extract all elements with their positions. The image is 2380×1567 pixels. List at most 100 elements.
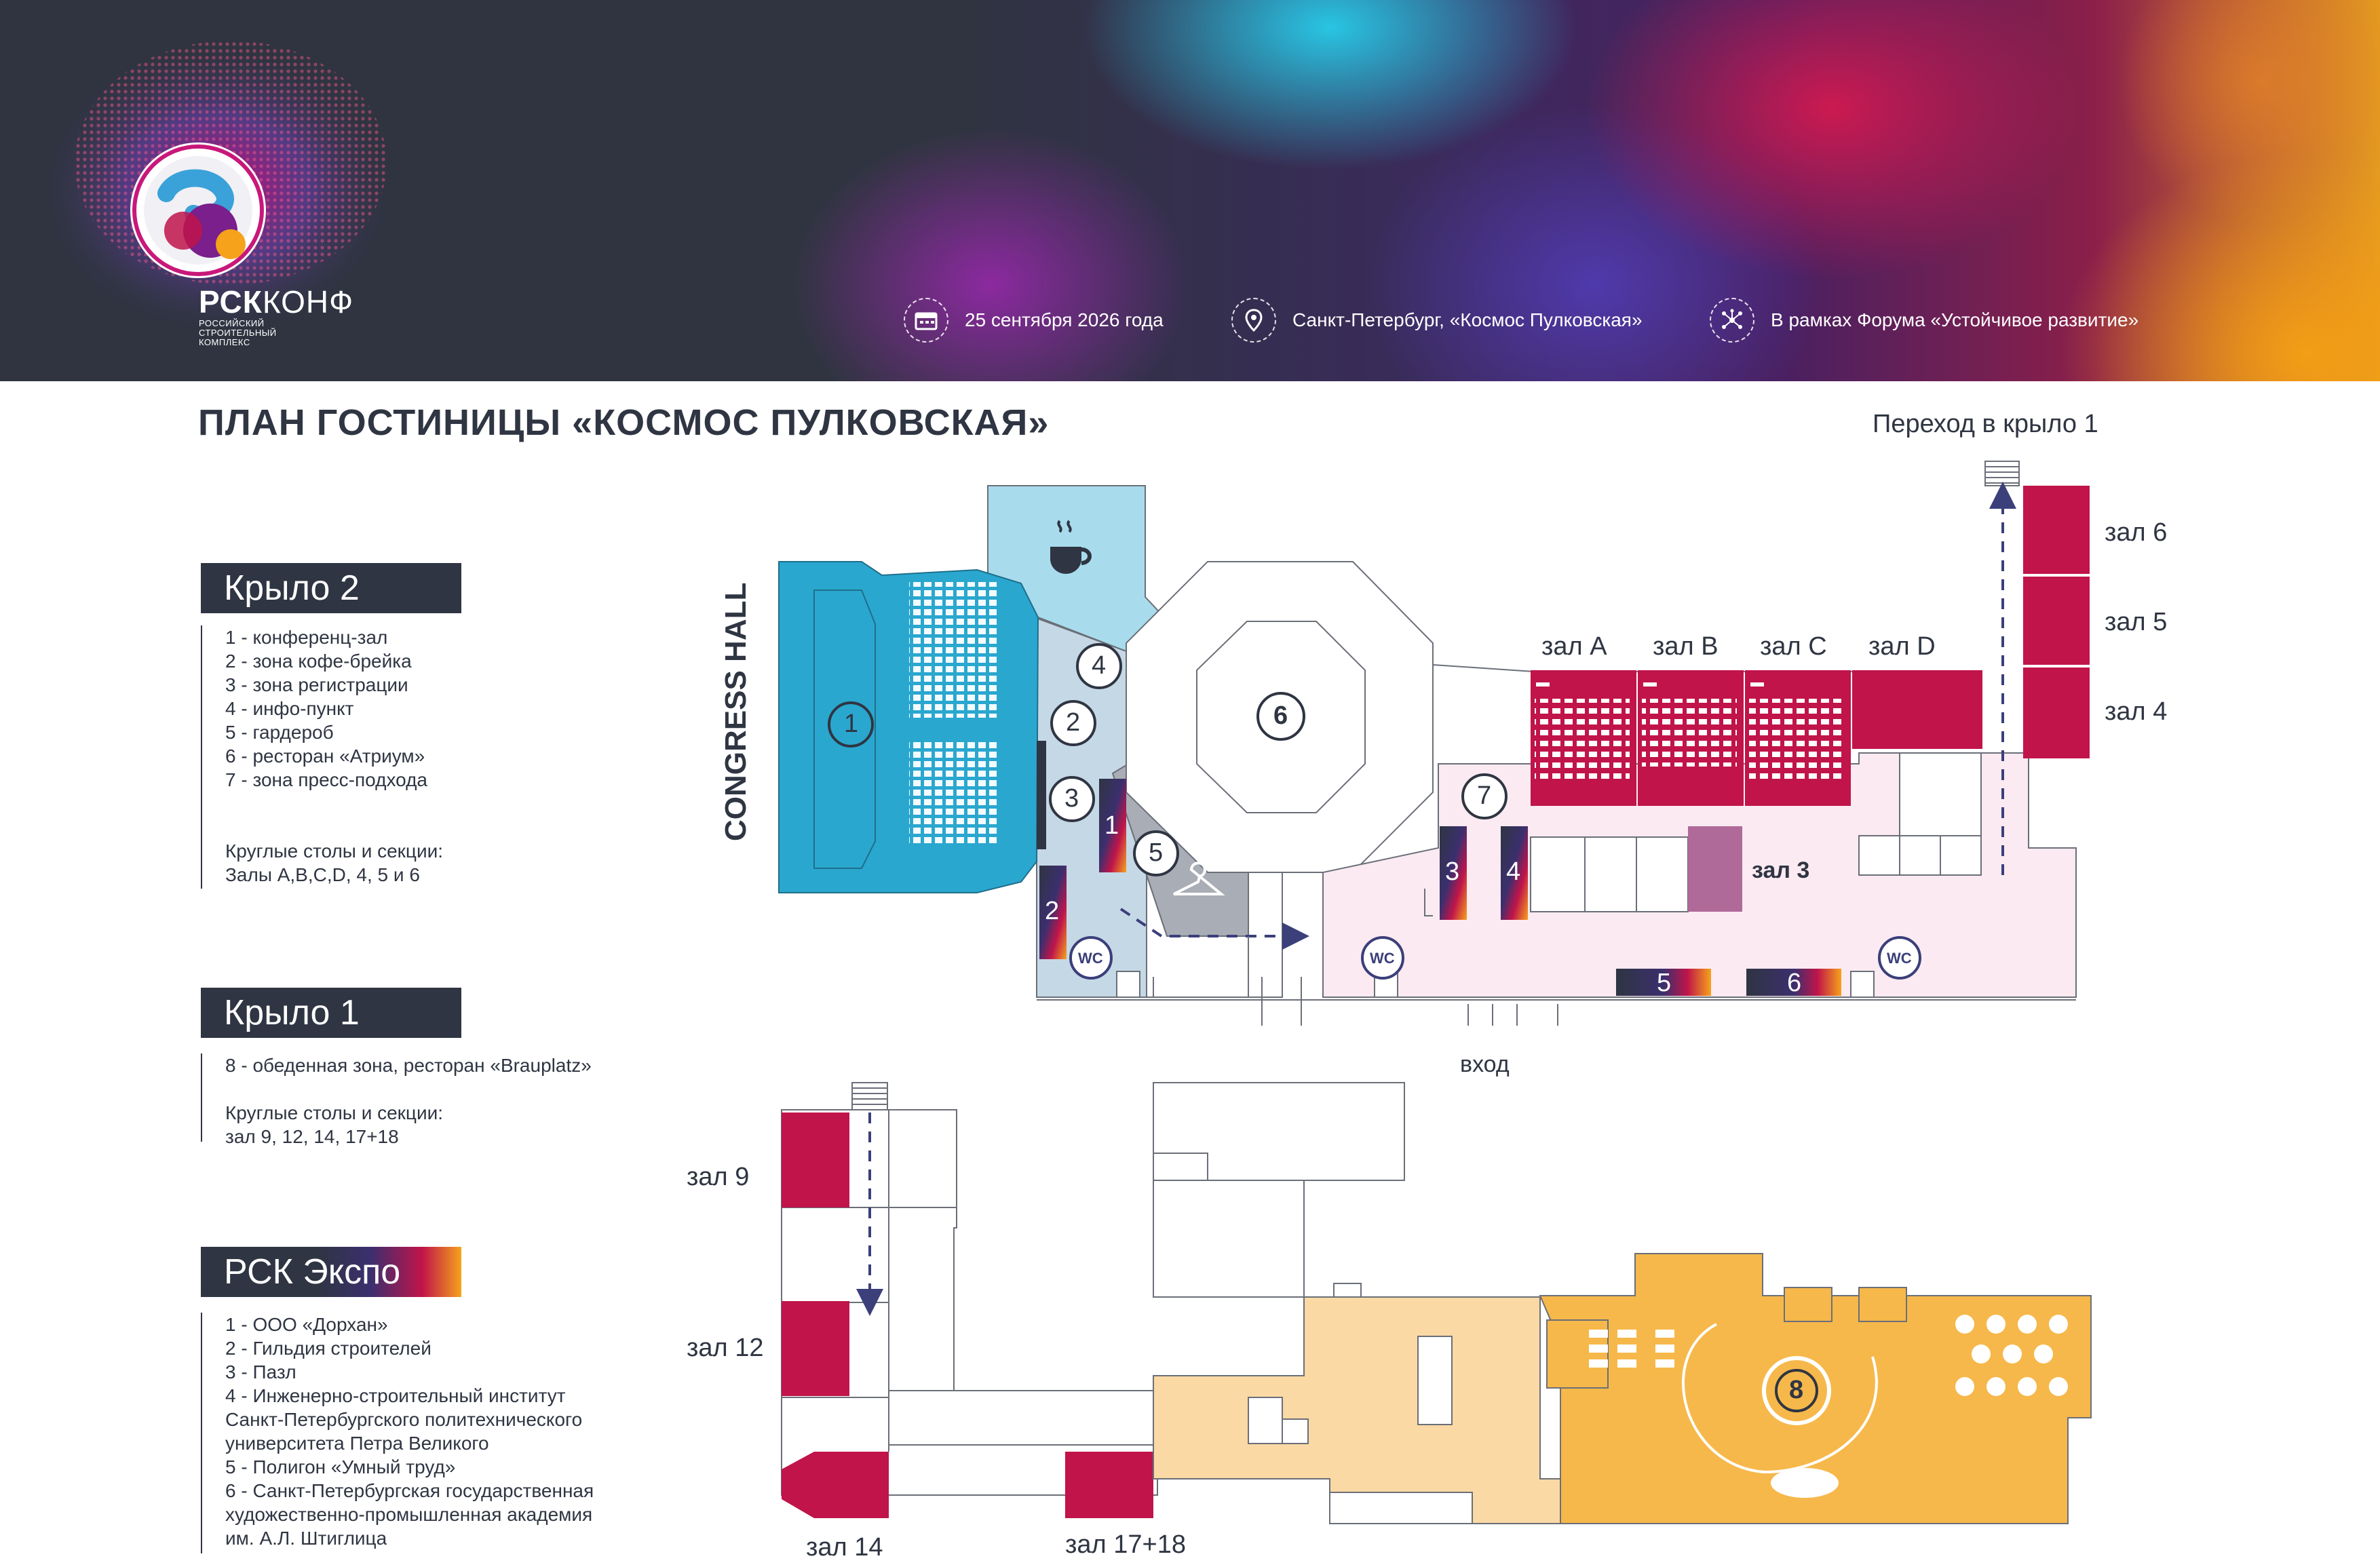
hall-5 (2023, 577, 2090, 665)
wc-icons (1069, 936, 1921, 980)
congress-seats-bottom (909, 742, 997, 844)
legend-item: им. А.Л. Штиглица (225, 1528, 387, 1549)
hall-c-label: зал C (1760, 632, 1827, 661)
expo-booth-5 (1616, 969, 1711, 996)
marker-4-label: 4 (1092, 651, 1107, 680)
stairs (1984, 461, 2020, 486)
wing1-light-zone (1153, 1296, 1561, 1524)
legend-tables-title: Круглые столы и секции: (225, 840, 444, 862)
hall-17-18 (1065, 1452, 1153, 1518)
hall-9-label: зал 9 (687, 1163, 750, 1191)
legend-item: 2 - Гильдия строителей (225, 1338, 431, 1359)
legend-item: Санкт-Петербургского политехнического (225, 1409, 583, 1430)
marker-5 (1133, 830, 1179, 876)
legend-heading-wing2: Крыло 2 (201, 563, 461, 613)
marker-8-label: 8 (1789, 1376, 1804, 1404)
expo-booth-5-label: 5 (1657, 969, 1672, 997)
legend-item: 1 - ООО «Дорхан» (225, 1314, 388, 1335)
forum-text: В рамках Форума «Устойчивое развитие» (1771, 309, 2139, 330)
legend-wing1: 8 - обеденная зона, ресторан «Brauplatz»… (201, 1053, 592, 1147)
marker-2-label: 2 (1066, 708, 1081, 737)
wc-label: WC (1887, 950, 1912, 967)
marker-1 (828, 701, 874, 748)
hall-4 (2023, 668, 2090, 758)
expo-booth-3 (1440, 826, 1467, 920)
header-banner: РСККОНФ РОССИЙСКИЙ СТРОИТЕЛЬНЫЙ КОМПЛЕКС… (0, 0, 2380, 381)
legend-item: 8 - обеденная зона, ресторан «Brauplatz» (225, 1055, 592, 1076)
congress-hall-label: CONGRESS HALL (719, 582, 752, 841)
hall-14-label: зал 14 (806, 1533, 883, 1562)
marker-3 (1049, 776, 1095, 822)
expo-booth-2-label: 2 (1045, 897, 1060, 925)
legend-item: 6 - Санкт-Петербургская государственная (225, 1480, 594, 1501)
brand-name: РСККОНФ (199, 284, 354, 320)
wc-icon (1878, 936, 1921, 980)
legend-item: 5 - Полигон «Умный труд» (225, 1456, 456, 1477)
legend-item: 4 - Инженерно-строительный институт (225, 1385, 566, 1406)
legend-item: 4 - инфо-пункт (225, 698, 354, 719)
legend-tables: Залы A,B,C,D, 4, 5 и 6 (225, 864, 420, 885)
hall-12-label: зал 12 (687, 1334, 764, 1362)
legend-tables: зал 9, 12, 14, 17+18 (225, 1126, 399, 1147)
wc-label: WC (1370, 950, 1395, 967)
date-text: 25 сентября 2026 года (965, 309, 1164, 330)
legend-item: 6 - ресторан «Атриум» (225, 746, 425, 767)
hall-6-label: зал 6 (2105, 518, 2168, 547)
legend-wing2: 1 - конференц-зал 2 - зона кофе-брейка 3… (201, 625, 443, 889)
rsk-logo-graphic (34, 41, 400, 339)
marker-6 (1256, 692, 1305, 741)
hall-3 (1688, 826, 1742, 912)
legend-heading-expo: РСК Экспо (201, 1247, 461, 1297)
marker-5-label: 5 (1149, 838, 1164, 867)
legend-item: 3 - зона регистрации (225, 674, 408, 695)
hall-17-18-label: зал 17+18 (1065, 1530, 1187, 1559)
hall-6 (2023, 486, 2090, 574)
marker-1-label: 1 (844, 710, 859, 738)
wc-label: WC (1078, 950, 1103, 967)
location-pin-icon (1231, 298, 1276, 343)
legend-item: художественно-промышленная академия (225, 1504, 593, 1525)
hall-12 (782, 1301, 849, 1396)
marker-3-label: 3 (1064, 784, 1079, 813)
legend-item: 3 - Пазл (225, 1361, 296, 1382)
expo-booth-6 (1746, 969, 1841, 996)
congress-seats-top (909, 582, 997, 718)
marker-4 (1076, 643, 1122, 689)
hall-14 (782, 1452, 889, 1518)
expo-booth-1-label: 1 (1105, 811, 1119, 840)
event-date: 25 сентября 2026 года (904, 298, 1164, 343)
transition-label: Переход в крыло 1 (1873, 410, 2098, 438)
expo-booth-6-label: 6 (1787, 969, 1802, 997)
legend-heading-wing1: Крыло 1 (201, 988, 461, 1038)
expo-booth-1 (1099, 779, 1126, 872)
hall-d-label: зал D (1868, 632, 1936, 661)
wc-icon (1069, 936, 1113, 980)
expo-booth-4-label: 4 (1506, 857, 1521, 886)
coffee-cup-icon (1050, 520, 1092, 574)
hall-d (1852, 670, 1982, 749)
legend-item: университета Петра Великого (225, 1433, 489, 1454)
marker-8-ring (1762, 1356, 1831, 1425)
wc-icon (1361, 936, 1404, 980)
expo-booth-2 (1039, 866, 1067, 959)
congress-hall (778, 561, 1039, 893)
legend-item: 7 - зона пресс-подхода (225, 769, 428, 790)
network-icon (1710, 298, 1754, 343)
event-forum: В рамках Форума «Устойчивое развитие» (1710, 298, 2139, 343)
hanger-icon (1173, 862, 1225, 895)
location-text: Санкт-Петербург, «Космос Пулковская» (1292, 309, 1643, 330)
legend-expo: 1 - ООО «Дорхан» 2 - Гильдия строителей … (201, 1313, 594, 1553)
legend-item: 1 - конференц-зал (225, 627, 388, 648)
calendar-icon (904, 298, 948, 343)
legend-item: 2 - зона кофе-брейка (225, 651, 412, 672)
legend-tables-title: Круглые столы и секции: (225, 1102, 444, 1123)
legend-item: 5 - гардероб (225, 722, 334, 743)
marker-7 (1461, 773, 1508, 819)
entrance-label: вход (1460, 1051, 1510, 1077)
hall-4-label: зал 4 (2105, 697, 2168, 726)
marker-6-label: 6 (1273, 701, 1288, 730)
marker-8 (1775, 1369, 1818, 1412)
marker-2 (1050, 700, 1096, 746)
hall-3-label: зал 3 (1752, 857, 1810, 883)
